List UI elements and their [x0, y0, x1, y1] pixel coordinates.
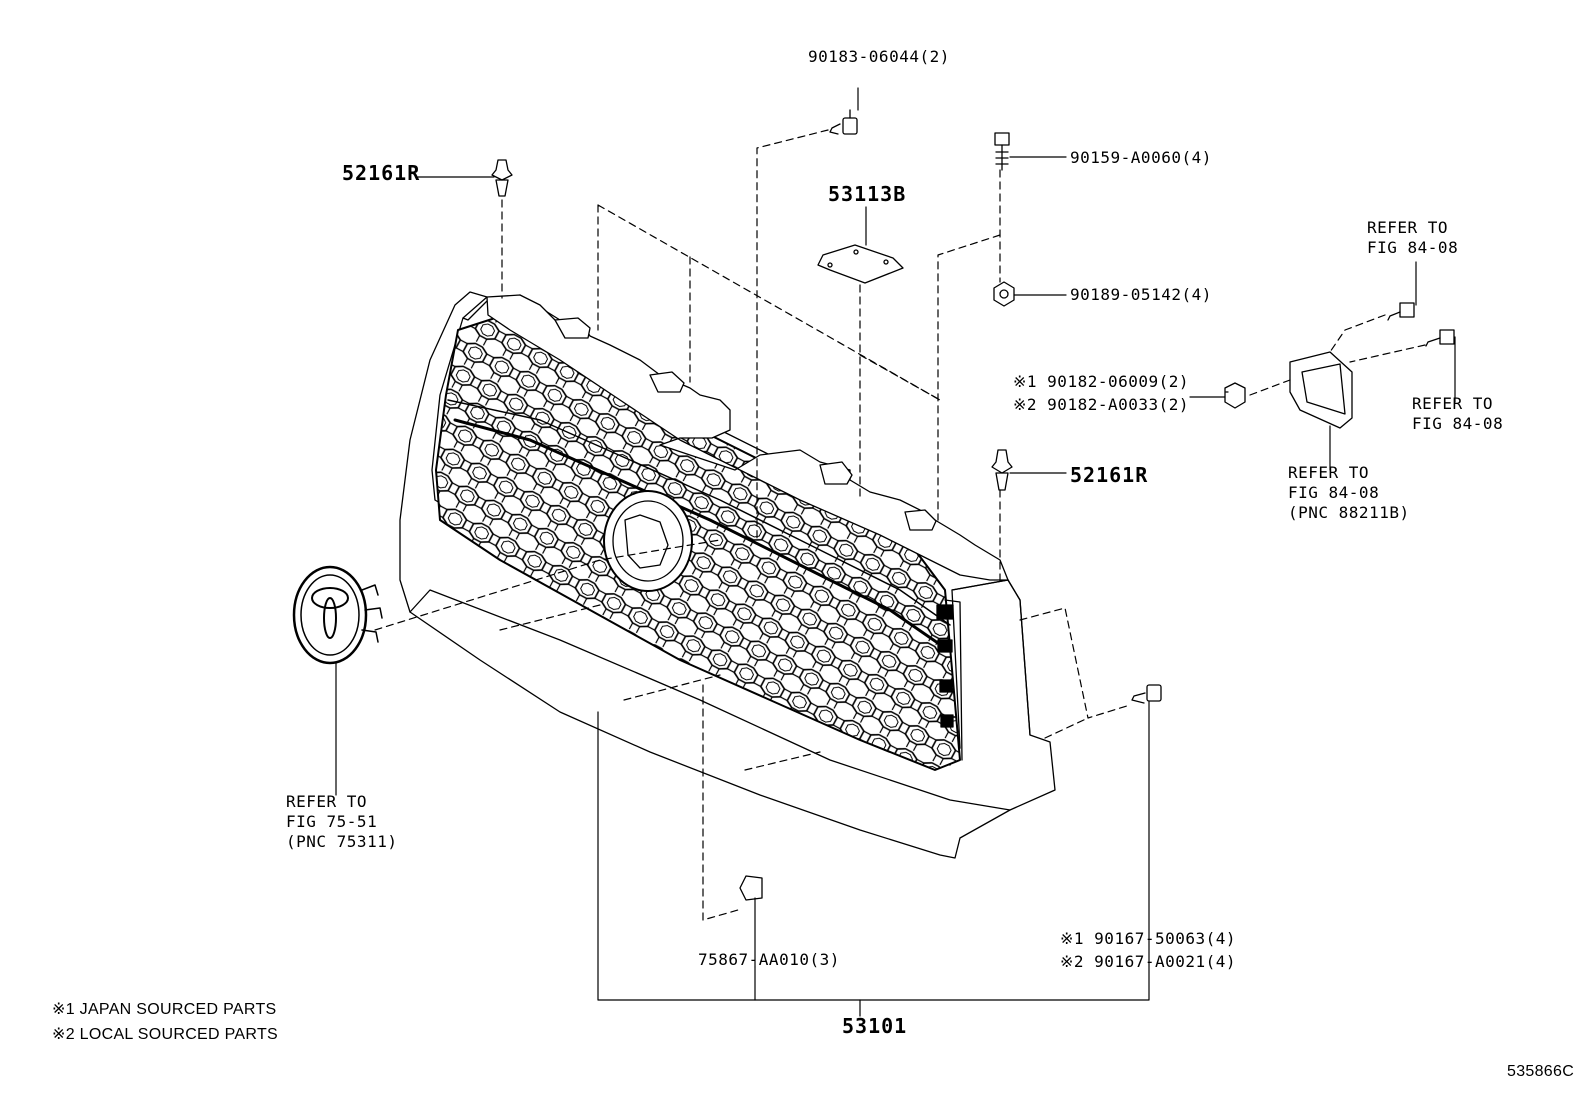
grille-mesh — [435, 309, 961, 771]
refer-pnc: (PNC 75311) — [286, 832, 398, 851]
legend-note-1: ※1 JAPAN SOURCED PARTS — [52, 1001, 277, 1018]
refer-fig-84-08-pnc: REFER TO FIG 84-08 (PNC 88211B) — [1288, 463, 1410, 523]
plate-icon-53113b[interactable] — [817, 244, 904, 284]
refer-fig-75-51: REFER TO FIG 75-51 (PNC 75311) — [286, 792, 397, 852]
refer-line: REFER TO — [1367, 218, 1449, 237]
grille-right-side — [936, 579, 1031, 761]
bolt-icon-90159[interactable] — [994, 132, 1010, 171]
callout-90159-a0060[interactable]: 90159-A0060(4) — [1070, 148, 1212, 167]
refer-line: REFER TO — [1288, 463, 1370, 482]
refer-fig: FIG 84-08 — [1288, 483, 1380, 502]
figure-id: 535866C — [1507, 1063, 1575, 1080]
refer-pnc: (PNC 88211B) — [1288, 503, 1410, 522]
callout-90167-50063[interactable]: ※1 90167-50063(4) — [1060, 929, 1237, 948]
clip-icon-52161r-right[interactable] — [991, 449, 1013, 491]
emblem-mount — [603, 490, 693, 592]
refer-fig-84-08-right: REFER TO FIG 84-08 — [1412, 394, 1503, 434]
refer-fig-84-08-top: REFER TO FIG 84-08 — [1367, 218, 1458, 258]
refer-line: REFER TO — [1412, 394, 1494, 413]
bolt-icon-sensor-top[interactable] — [1387, 302, 1415, 321]
screw-icon-90183[interactable] — [829, 109, 858, 135]
callout-53101[interactable]: 53101 — [842, 1014, 908, 1038]
legend-note-2: ※2 LOCAL SOURCED PARTS — [52, 1026, 278, 1043]
refer-fig: FIG 84-08 — [1412, 414, 1504, 433]
callout-52161r-top[interactable]: 52161R — [342, 161, 421, 185]
sensor-module-icon[interactable] — [1289, 351, 1353, 429]
callout-90183-06044[interactable]: 90183-06044(2) — [808, 47, 950, 66]
callout-90167-a0021[interactable]: ※2 90167-A0021(4) — [1060, 952, 1237, 971]
callout-53113b[interactable]: 53113B — [828, 182, 907, 206]
callout-52161r-right[interactable]: 52161R — [1070, 463, 1149, 487]
assembly-dashed-lines — [374, 129, 1426, 921]
bolt-icon-sensor-right[interactable] — [1425, 329, 1455, 347]
leader-lines — [335, 87, 1456, 1017]
callout-90182-a0033[interactable]: ※2 90182-A0033(2) — [1013, 395, 1190, 414]
clip-icon-52161r-top[interactable] — [491, 159, 513, 197]
refer-line: REFER TO — [286, 792, 368, 811]
callout-90189-05142[interactable]: 90189-05142(4) — [1070, 285, 1212, 304]
callout-75867-aa010[interactable]: 75867-AA010(3) — [698, 950, 840, 969]
clip-icon-75867[interactable] — [739, 875, 763, 901]
screw-icon-90167[interactable] — [1131, 684, 1162, 704]
refer-fig: FIG 75-51 — [286, 812, 378, 831]
nut-icon-90182[interactable] — [1224, 382, 1246, 409]
toyota-emblem — [292, 565, 383, 665]
refer-fig: FIG 84-08 — [1367, 238, 1459, 257]
callout-90182-06009[interactable]: ※1 90182-06009(2) — [1013, 372, 1190, 391]
nut-icon-90189[interactable] — [993, 281, 1015, 307]
upper-bracket — [486, 294, 1009, 581]
